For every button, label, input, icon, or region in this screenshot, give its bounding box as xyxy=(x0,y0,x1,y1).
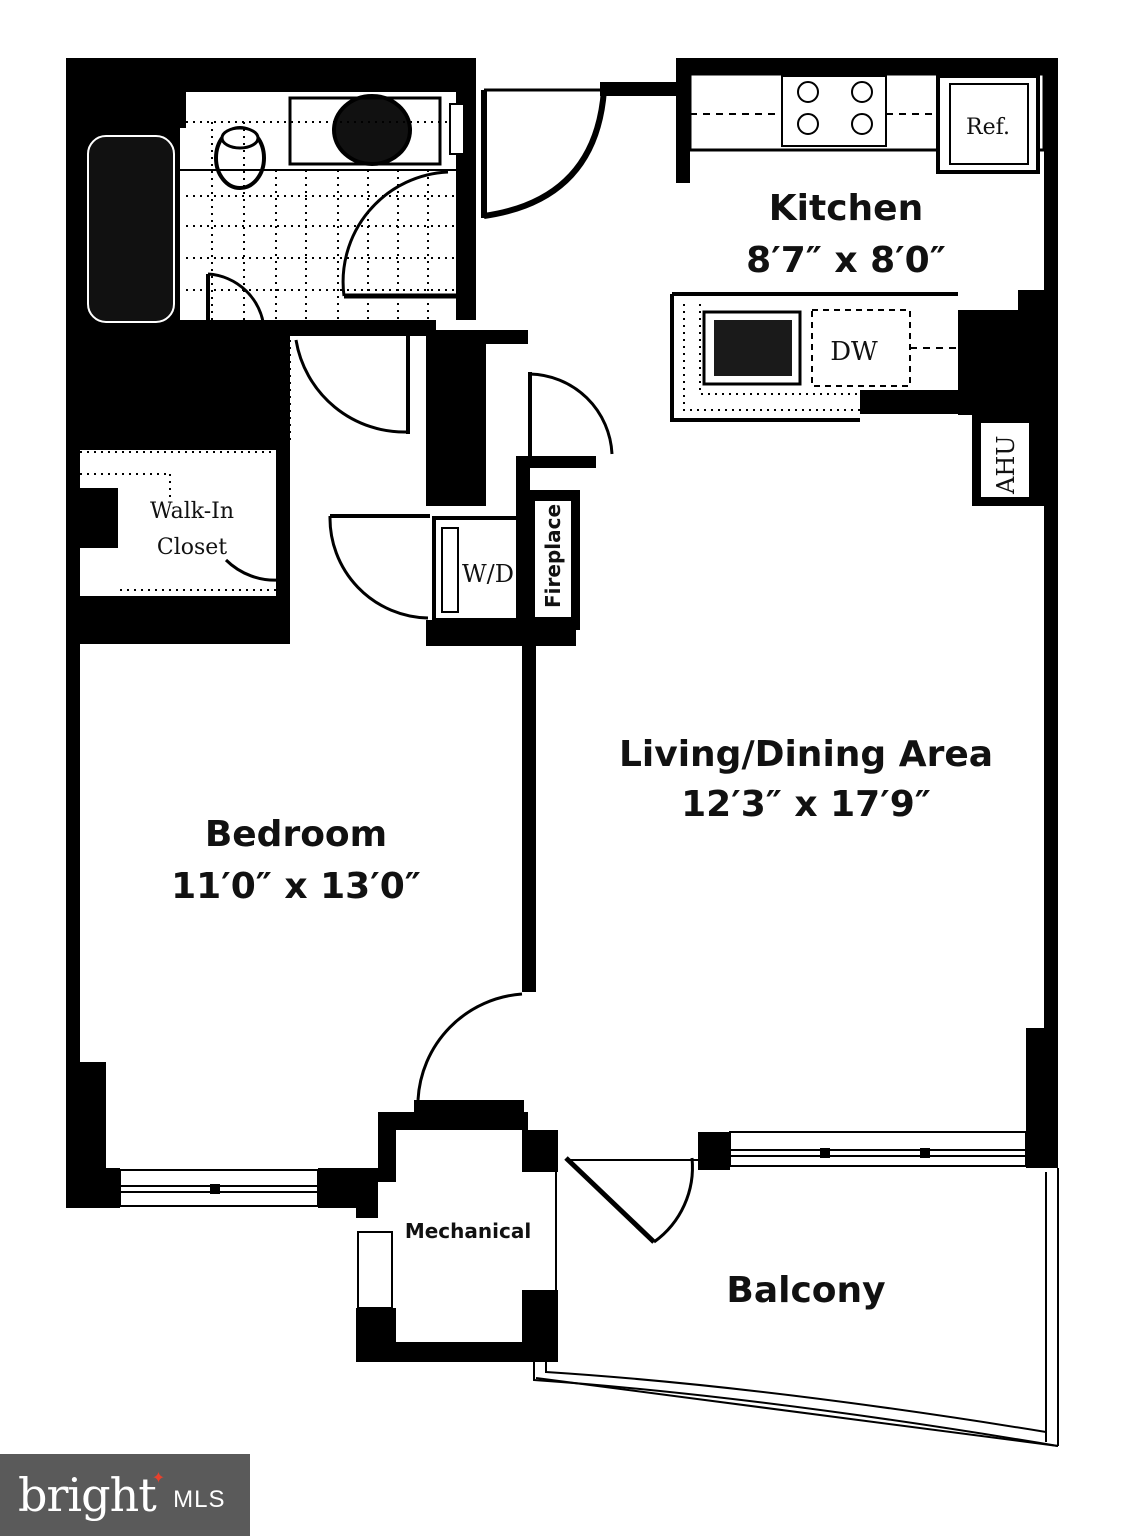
star-icon: ✦ xyxy=(151,1467,166,1487)
watermark-word: bright xyxy=(18,1468,157,1522)
mechanical-room: Mechanical xyxy=(357,1219,531,1309)
bright-mls-watermark: bright ✦ MLS xyxy=(0,1454,250,1536)
closet-label-line1: Walk-In xyxy=(150,499,234,524)
bedroom-name: Bedroom xyxy=(205,814,387,855)
bedroom-size: 11′0″ x 13′0″ xyxy=(171,866,421,907)
living-name: Living/Dining Area xyxy=(619,734,993,775)
watermark-suffix: MLS xyxy=(173,1486,226,1513)
bedroom: Bedroom 11′0″ x 13′0″ xyxy=(119,814,523,1207)
washer-dryer: W/D xyxy=(432,516,520,622)
balcony: Balcony xyxy=(533,1168,1059,1447)
living-dining: Living/Dining Area 12′3″ x 17′9″ xyxy=(564,734,1027,1244)
mechanical-label: Mechanical xyxy=(405,1219,531,1243)
refrigerator-icon xyxy=(936,74,1040,174)
living-size: 12′3″ x 17′9″ xyxy=(681,784,931,825)
entry-door xyxy=(481,88,607,219)
fireplace: Fireplace xyxy=(533,499,573,619)
kitchen-size: 8′7″ x 8′0″ xyxy=(746,240,946,281)
closet-label-line2: Closet xyxy=(157,535,227,560)
hall-doors xyxy=(80,336,614,620)
kitchen-name: Kitchen xyxy=(769,188,923,229)
sink-icon xyxy=(332,94,412,166)
ahu-label: AHU xyxy=(992,436,1020,496)
fireplace-label: Fireplace xyxy=(541,504,565,608)
ahu-unit: AHU xyxy=(979,421,1031,499)
washer-dryer-label: W/D xyxy=(462,560,514,588)
refrigerator-label: Ref. xyxy=(966,115,1010,140)
walk-in-closet: Walk-In Closet xyxy=(150,499,234,560)
balcony-label: Balcony xyxy=(726,1270,885,1311)
dishwasher-label: DW xyxy=(830,337,878,367)
kitchen-fixtures: Ref. DW Kitchen 8′7″ x 8′0″ xyxy=(670,72,1046,422)
bath-fixtures xyxy=(87,94,465,330)
